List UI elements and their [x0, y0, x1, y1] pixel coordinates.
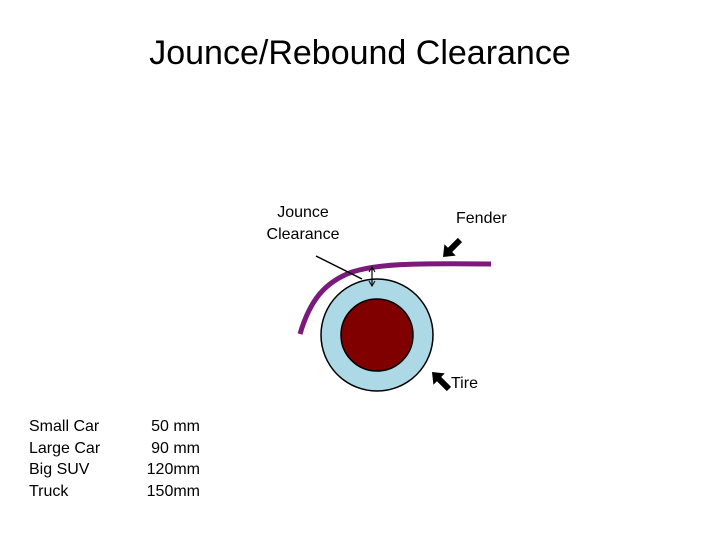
clearance-dimension-tick-bottom: [368, 280, 376, 287]
jounce-label-line-2: Clearance: [266, 226, 340, 243]
clearance-truck: 150mm: [146, 482, 200, 500]
jounce-clearance-label: Jounce Clearance: [252, 202, 354, 246]
fender-pointer-arrow: [443, 237, 463, 257]
slide-title: Jounce/Rebound Clearance: [149, 34, 571, 72]
vehicle-large-car: Large Car: [29, 439, 101, 457]
wheel-shape: [340, 298, 414, 372]
jounce-leader-arrow: [315, 255, 363, 280]
fender-label: Fender: [456, 210, 507, 227]
vehicle-big-suv: Big SUV: [29, 461, 90, 478]
tire-label: Tire: [451, 375, 478, 392]
clearance-large-car: 90 mm: [151, 439, 200, 457]
fender-shape: [297, 261, 492, 335]
clearance-small-car: 50 mm: [151, 418, 200, 435]
vehicle-type-column: Small Car Large Car Big SUV Truck: [29, 416, 100, 502]
clearance-value-column: 50 mm 90 mm 120mm 150mm: [134, 416, 200, 502]
vehicle-small-car: Small Car: [29, 418, 100, 435]
clearance-dimension-tick-top: [368, 266, 376, 273]
tire-pointer-arrow: [432, 372, 452, 392]
vehicle-truck: Truck: [29, 482, 69, 500]
clearance-big-suv: 120mm: [146, 461, 200, 478]
jounce-label-line-1: Jounce: [277, 204, 329, 221]
